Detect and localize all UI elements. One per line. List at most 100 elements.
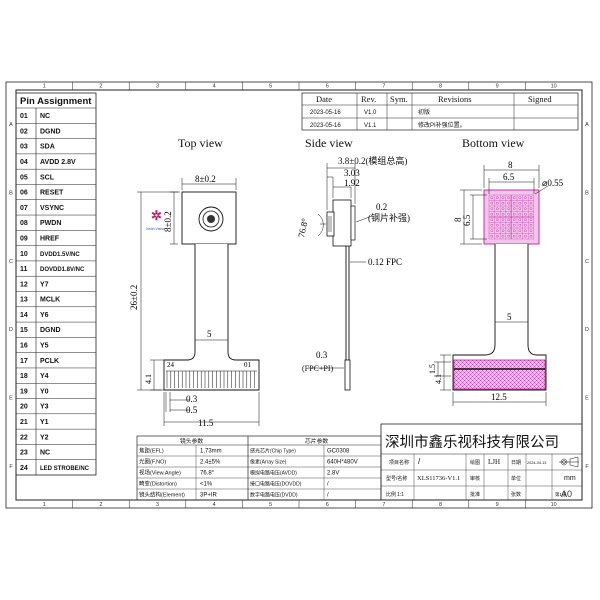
top-connector-pins	[166, 371, 255, 388]
bottom-connector-pads	[453, 359, 546, 390]
chip-param-value: GC0308	[327, 449, 350, 455]
grid-col-label: 3	[156, 502, 159, 508]
chip-param-label: 像素(Array Size)	[250, 459, 287, 466]
pin-number: 05	[20, 174, 28, 181]
pin-number: 20	[20, 404, 28, 411]
pin-name: SCL	[40, 174, 55, 181]
grid-row-label: D	[585, 327, 589, 333]
pin-number: 09	[20, 235, 28, 242]
pin-number: 01	[20, 113, 28, 120]
top-dim-height: 8±0.2	[163, 211, 173, 232]
pin-number: 10	[20, 251, 28, 258]
lens-param-value: 2.4±5%	[200, 460, 221, 466]
top-view-title: Top view	[178, 136, 223, 150]
bottom-dim-total: 12.5	[491, 392, 507, 402]
pin-number: 24	[20, 465, 28, 472]
chip-table-title: 芯片参数	[305, 437, 328, 445]
grid-col-label: 6	[326, 502, 329, 508]
size-value: A0	[561, 489, 572, 499]
side-dim-stiffener: 0.2	[376, 202, 387, 212]
pin-number: 08	[20, 220, 28, 227]
company-logo: ✲ Xinlin Vision	[146, 208, 165, 231]
grid-col-label: 5	[269, 84, 272, 90]
rev-header-rev: Rev.	[361, 94, 376, 104]
grid-row-label: D	[9, 327, 13, 333]
grid-col-label: 10	[551, 84, 557, 90]
lens-param-label: 光圈(F.NO)	[139, 458, 166, 466]
rev-row1-rev: V1.0	[364, 110, 377, 116]
rev-row1-date: 2023-05-16	[310, 110, 341, 116]
grid-row-label: E	[9, 396, 13, 402]
grid-col-label: 6	[326, 84, 329, 90]
bottom-dim-side-inner: 6.5	[462, 214, 472, 226]
bottom-view-title: Bottom view	[462, 136, 525, 150]
parameter-tables: 镜头参数 芯片参数 焦距(EFL)1.73mm光圈(F.NO)2.4±5%视场(…	[136, 435, 382, 501]
company-name: 深圳市鑫乐视科技有限公司	[385, 433, 559, 451]
scale-label: 比例	[386, 491, 396, 498]
bottom-dim-width: 8	[508, 160, 513, 170]
lens-param-value: 1.73mm	[200, 449, 222, 455]
chip-param-value: /	[327, 482, 329, 488]
lens-param-label: 焦距(EFL)	[139, 447, 164, 455]
top-dim-total: 11.5	[198, 418, 214, 428]
pin-name: DVDD1.5V/NC	[40, 252, 80, 258]
grid-col-label: 1	[43, 84, 46, 90]
chip-param-label: 感光芯片(Chip Type)	[250, 448, 296, 455]
grid-row-label: B	[9, 191, 13, 197]
grid-col-label: 1	[43, 502, 46, 508]
pin-name: MCLK	[40, 297, 60, 304]
rev-header-sym: Sym.	[390, 94, 408, 104]
pin-number: 13	[20, 297, 28, 304]
side-view-title: Side view	[305, 136, 353, 150]
pin-name: Y3	[40, 404, 49, 411]
pin-name: Y1	[40, 419, 49, 426]
top-dim-connector-height: 4.1	[144, 374, 153, 384]
bottom-dim-hole: ⌀0.55	[542, 178, 564, 188]
pin-number: 07	[20, 205, 28, 212]
lens-outer-ring	[198, 206, 224, 232]
pin-name: Y0	[40, 388, 49, 395]
pin-number: 22	[20, 434, 28, 441]
review-label: 审核	[470, 475, 480, 482]
side-stiffener-label: (钢片补强)	[368, 212, 410, 223]
pin-number: 23	[20, 450, 28, 457]
grid-row-label: C	[9, 259, 13, 265]
grid-row-label: A	[585, 122, 589, 128]
bottom-dim-conn-height: 4.1	[434, 374, 443, 384]
unit-label: 单位	[511, 475, 521, 482]
grid-row-label: B	[585, 191, 589, 197]
top-dim-length: 26±0.2	[129, 285, 139, 310]
approve-label: 批准	[470, 491, 480, 498]
grid-col-label: 2	[99, 502, 102, 508]
grid-row-label: C	[585, 259, 589, 265]
pin-name: Y6	[40, 312, 49, 319]
side-fpc-pi-label: (FPC+PI)	[302, 364, 334, 373]
side-view-drawing: 3.8±0.2(模组总高) 3.03 1.92 76.8° 0.2 (钢片补强)…	[296, 155, 410, 391]
lens-param-value: 76.8°	[200, 471, 215, 477]
grid-col-label: 4	[213, 502, 216, 508]
svg-text:✲: ✲	[151, 208, 162, 223]
pin-number: 16	[20, 343, 28, 350]
project-value: /	[418, 457, 421, 466]
bottom-dim-side-outer: 8	[453, 217, 463, 222]
revision-table: Date Rev. Sym. Revisions Signed 2023-05-…	[301, 92, 579, 131]
model-value: XLS11736-V1.1	[417, 475, 460, 482]
pin-number: 12	[20, 281, 28, 288]
pin-number: 11	[20, 266, 28, 273]
pin-number: 14	[20, 312, 28, 319]
pin-name: Y5	[40, 343, 49, 350]
lens-param-label: 视场(View.Angle)	[139, 469, 181, 477]
side-dim-fpc-pi: 0.3	[316, 350, 328, 360]
pin-number: 04	[20, 159, 28, 166]
chip-param-value: /	[327, 493, 329, 499]
pin-name: NC	[40, 450, 50, 457]
bottom-dim-neck: 5	[507, 312, 512, 322]
drawn-value: LJH	[488, 458, 500, 466]
side-dim-fpc: 0.12 FPC	[368, 257, 402, 267]
grid-col-label: 8	[439, 84, 442, 90]
scale-value: 1:1	[397, 492, 404, 498]
grid-col-label: 8	[439, 502, 442, 508]
grid-row-label: F	[9, 464, 13, 470]
grid-col-label: 10	[551, 502, 557, 508]
